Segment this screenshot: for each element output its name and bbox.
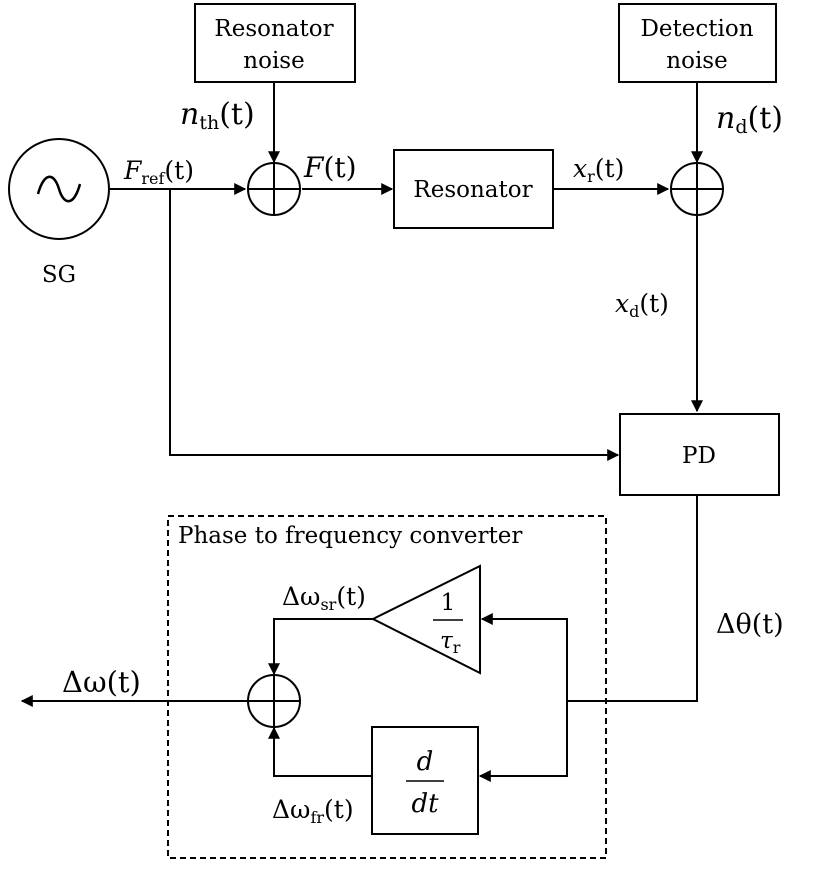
detection-noise-box: [618, 3, 777, 83]
signal-x-r: xr(t): [573, 154, 624, 186]
signal-x-d: xd(t): [615, 289, 669, 321]
derivative-numerator: d: [417, 747, 434, 777]
sum-junction-3: [247, 674, 301, 728]
detection-noise-label-1: Detection: [640, 16, 753, 42]
pd-label: PD: [682, 443, 716, 469]
sum-junction-1: [247, 162, 301, 216]
resonator-noise-label-2: noise: [243, 48, 304, 74]
gain-numerator: 1: [441, 590, 456, 616]
detection-noise-label-2: noise: [666, 48, 727, 74]
sum-junction-2: [670, 162, 724, 216]
wire-derivative-to-sum: [268, 726, 372, 777]
wire-to-derivative: [478, 701, 568, 782]
sine-wave-icon: [36, 175, 82, 203]
pd-box: [619, 413, 780, 496]
sg-label: SG: [42, 262, 76, 288]
signal-delta-omega-sr: Δωsr(t): [282, 582, 366, 614]
resonator-box: [393, 149, 554, 229]
converter-title: Phase to frequency converter: [178, 523, 522, 549]
resonator-noise-label-1: Resonator: [214, 16, 333, 42]
signal-f-ref: Fref(t): [123, 156, 194, 188]
signal-f: F(t): [303, 151, 357, 184]
signal-n-d: nd(t): [716, 101, 783, 138]
resonator-label: Resonator: [413, 177, 532, 203]
wire-reference-to-pd: [169, 189, 620, 461]
wire-gain-to-sum: [268, 618, 373, 676]
signal-n-th: nth(t): [180, 97, 255, 134]
signal-delta-omega-fr: Δωfr(t): [272, 795, 354, 827]
gain-denominator: τr: [440, 628, 461, 657]
resonator-noise-box: [194, 3, 356, 83]
derivative-denominator: dt: [411, 789, 439, 819]
gain-block: 1 τr: [370, 564, 481, 675]
wire-to-gain: [480, 613, 568, 701]
signal-generator: [8, 138, 110, 240]
signal-delta-theta: Δθ(t): [716, 609, 784, 640]
signal-delta-omega: Δω(t): [62, 665, 141, 699]
wire-pd-output: [567, 495, 698, 702]
